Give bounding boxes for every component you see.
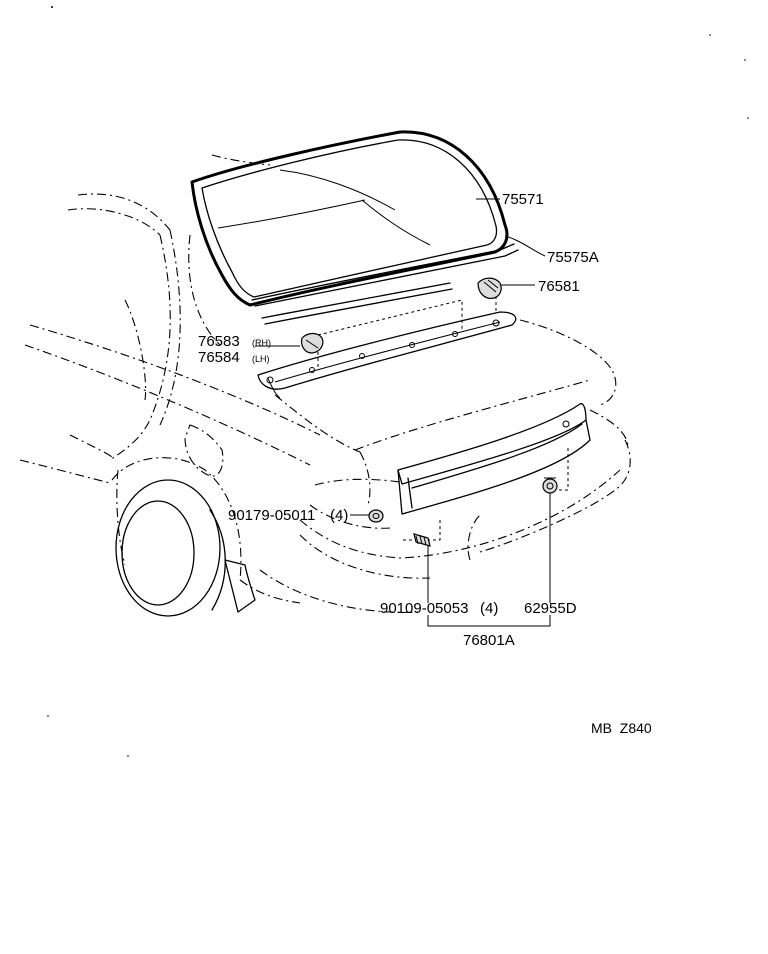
bracket-76583-part [300,332,324,354]
rear-garnish-panel [397,403,591,515]
diagram-code: MB Z840 [591,720,652,736]
label-76583: 76583 [198,333,240,350]
mud-flap [224,559,256,613]
clip-76581-part [477,277,502,299]
label-90109-qty: (4) [480,600,498,617]
screw-90109-part [413,533,431,547]
package-tray-panel [257,311,517,399]
label-76581: 76581 [538,278,580,295]
label-90109: 90109-05053 [380,600,468,617]
scan-specks [47,6,749,757]
label-75571: 75571 [502,191,544,208]
label-90179: 90179-05011 [228,507,315,524]
label-76583-side: (RH) [252,338,271,348]
rear-window-glass [190,130,509,307]
label-76584-side: (LH) [252,354,270,364]
leader-lines [255,198,551,627]
label-75575a: 75575A [547,249,599,266]
car-body-outline [19,154,631,613]
label-90179-qty: (4) [330,507,348,524]
label-76584: 76584 [198,349,240,366]
label-76801a: 76801A [463,632,515,649]
window-molding [251,243,519,325]
nut-90179-part [368,509,384,523]
clip-62955d-part [542,477,558,494]
label-62955d: 62955D [524,600,577,617]
rear-wheel [115,479,226,617]
